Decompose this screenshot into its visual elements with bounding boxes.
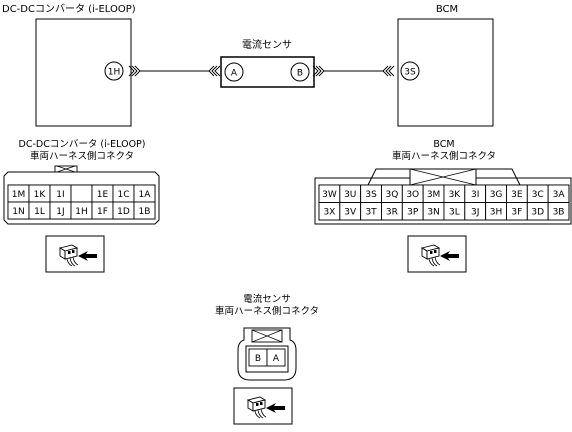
bcm-pin-label: 3X	[323, 208, 335, 218]
bcm-pin-label: 3L	[449, 208, 460, 218]
bcm-title: BCM	[436, 4, 458, 15]
sensor-view-direction-icon	[233, 387, 293, 425]
sensor-terminal-b-label: B	[297, 69, 303, 79]
dcdc-pin-grid: 1M 1K 1I 1E 1C 1A 1N 1L 1J 1H 1F 1D 1B	[7, 184, 156, 220]
bcm-pin-label: 3Q	[385, 190, 398, 200]
bcm-pin-label: 3E	[511, 190, 523, 200]
dcdc-pin-label: 1I	[56, 190, 64, 200]
sensor-connector: B A	[237, 327, 297, 381]
dcdc-pin-label: 1D	[117, 207, 130, 217]
bcm-pin-label: 3W	[322, 190, 337, 200]
dcdc-pin-cell	[70, 184, 93, 203]
bcm-pin-label: 3S	[365, 190, 377, 200]
bcm-connector: 3W 3U 3S 3Q 3O 3M 3K 3I 3G 3E 3C 3A 3X 3V 3T 3R 3P 3N 3L 3J…	[314, 168, 572, 225]
chevron-left-icon	[208, 65, 221, 77]
sensor-title: 電流センサ	[242, 38, 292, 51]
bcm-pin-label: 3B	[553, 208, 565, 218]
dcdc-pin-label: 1B	[139, 207, 151, 217]
bcm-pin-label: 3H	[490, 208, 503, 218]
dcdc-pin-label: 1L	[34, 207, 45, 217]
dcdc-pin-label: 1H	[75, 207, 88, 217]
bcm-pin-label: 3N	[427, 208, 439, 218]
bcm-pin-label: 3J	[471, 208, 479, 218]
bcm-pin-label: 3K	[449, 190, 462, 200]
chevron-left-icon	[382, 65, 395, 77]
bcm-connector-title-2: 車両ハーネス側コネクタ	[392, 150, 496, 162]
sensor-pin-label: B	[255, 354, 261, 364]
dcdc-pin-label: 1J	[56, 207, 64, 217]
dcdc-pin-label: 1C	[117, 190, 129, 200]
sensor-connector-title-1: 電流センサ	[243, 293, 291, 305]
dcdc-terminal-circle	[104, 61, 124, 81]
bcm-view-direction-icon	[407, 235, 467, 273]
sensor-connector-title-2: 車両ハーネス側コネクタ	[215, 305, 319, 317]
bcm-pin-label: 3R	[386, 208, 398, 218]
dcdc-view-direction-icon	[45, 235, 105, 273]
dcdc-connector: 1M 1K 1I 1E 1C 1A 1N 1L 1J 1H 1F 1D 1B	[3, 165, 160, 225]
bcm-pin-label: 3T	[365, 208, 377, 218]
bcm-pin-label: 3P	[407, 208, 419, 218]
dcdc-pin-label: 1N	[12, 207, 24, 217]
bcm-pin-label: 3I	[471, 190, 479, 200]
bcm-pin-label: 3G	[490, 190, 503, 200]
bcm-pin-label: 3F	[511, 208, 522, 218]
bcm-pin-label: 3U	[344, 190, 356, 200]
dcdc-pin-label: 1K	[34, 190, 47, 200]
bcm-terminal-circle	[400, 61, 420, 81]
dcdc-pin-label: 1F	[97, 207, 108, 217]
sensor-terminal-a-label: A	[231, 69, 238, 79]
sensor-terminal-a-circle	[224, 62, 244, 82]
bcm-pin-label: 3C	[532, 190, 544, 200]
bcm-pin-grid: 3W 3U 3S 3Q 3O 3M 3K 3I 3G 3E 3C 3A 3X 3V 3T 3R 3P 3N 3L 3J…	[318, 184, 570, 221]
bcm-pin-cell	[547, 202, 570, 221]
dcdc-title: DC-DCコンバータ (i-ELOOP)	[2, 3, 136, 15]
bcm-pin-label: 3V	[344, 208, 357, 218]
dcdc-connector-title-1: DC-DCコンバータ (i-ELOOP)	[19, 139, 146, 150]
bcm-terminal-label: 3S	[404, 68, 416, 78]
dcdc-pin-cell	[133, 201, 156, 220]
sensor-pin-label: A	[273, 354, 280, 364]
bcm-connector-title-1: BCM	[433, 139, 454, 150]
dcdc-terminal-label: 1H	[108, 68, 121, 78]
sensor-terminal-b-circle	[290, 62, 310, 82]
dcdc-pin-label: 1A	[139, 190, 152, 200]
bcm-pin-label: 3O	[406, 190, 419, 200]
dcdc-pin-label: 1E	[97, 190, 109, 200]
dcdc-pin-label: 1M	[12, 190, 26, 200]
bcm-pin-label: 3A	[553, 190, 566, 200]
bcm-pin-label: 3M	[427, 190, 441, 200]
dcdc-connector-title-2: 車両ハーネス側コネクタ	[30, 150, 134, 162]
bcm-pin-label: 3D	[531, 208, 544, 218]
